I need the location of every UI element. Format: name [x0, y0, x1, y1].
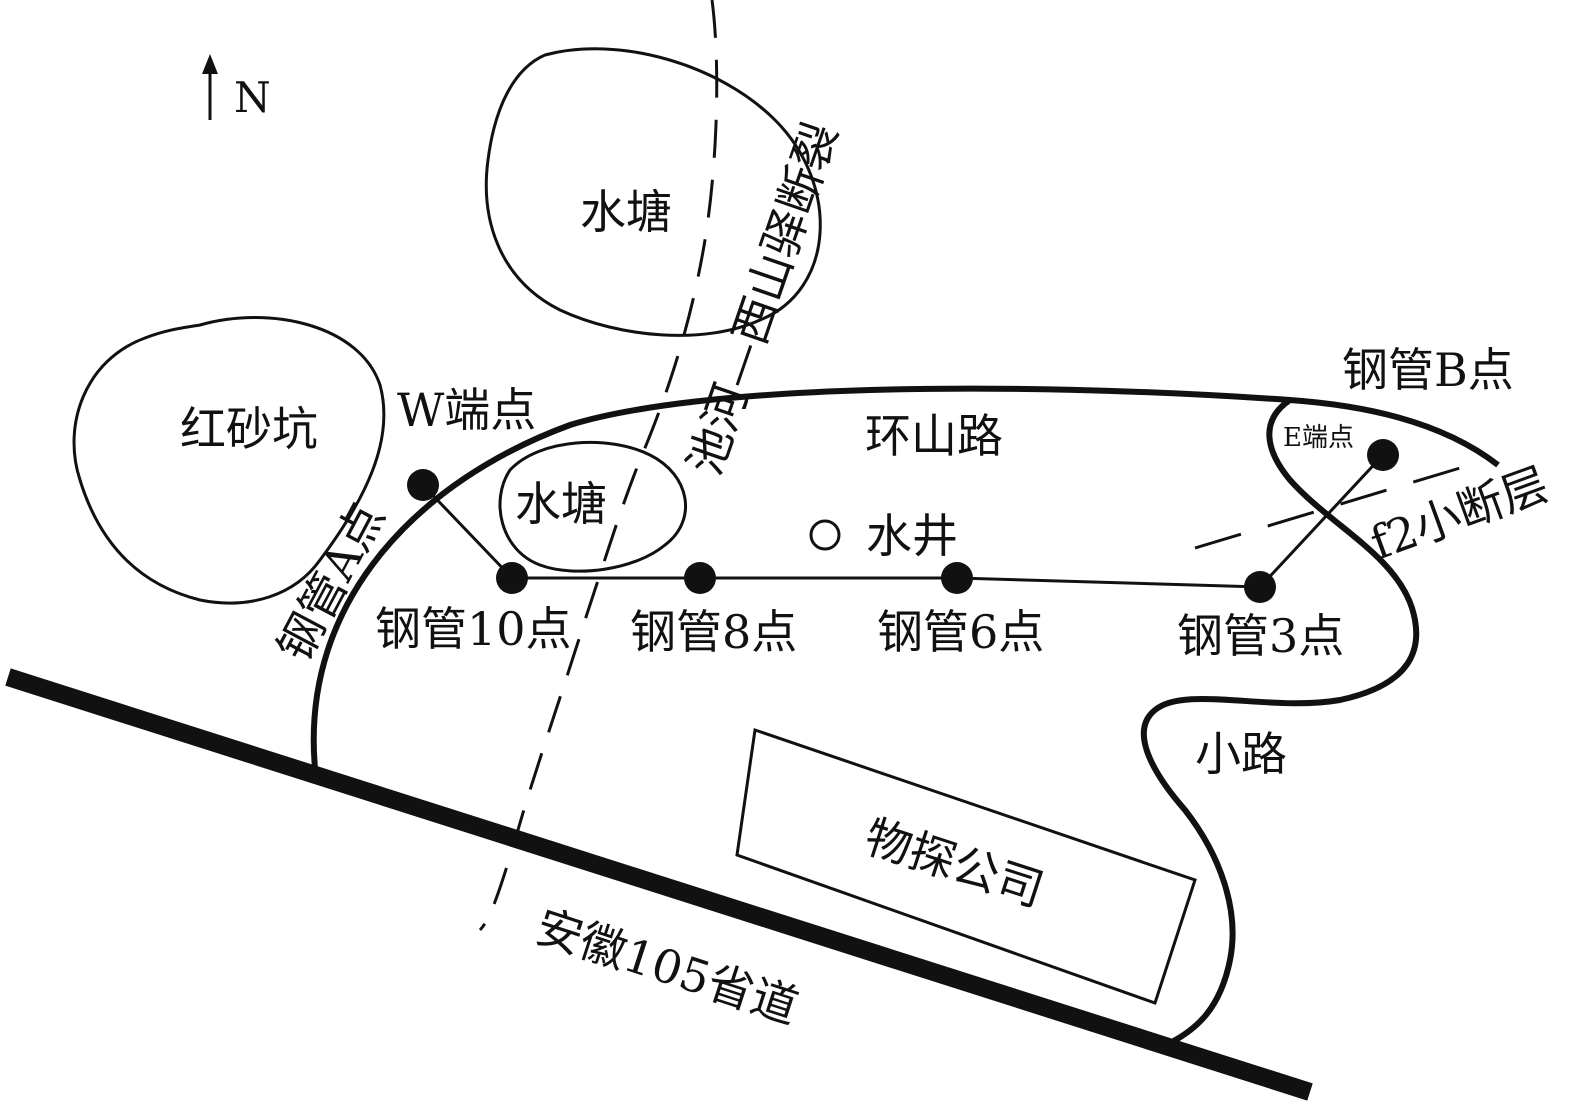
pipe-b-label: 钢管B点	[1342, 343, 1514, 397]
pipe-3-label: 钢管3点	[1177, 609, 1344, 663]
fault-main-line	[478, 0, 719, 932]
pipe-survey-line	[421, 453, 1385, 589]
w-end-point	[407, 469, 439, 501]
well-icon	[809, 519, 841, 551]
pond-south-label: 水塘	[515, 477, 607, 531]
pipe-6-point	[941, 562, 973, 594]
red-sand-pit-label: 红砂坑	[180, 402, 318, 456]
red-sand-pit	[72, 316, 386, 605]
pipe-10-point	[496, 562, 528, 594]
pond-south	[498, 440, 688, 573]
path-label: 小路	[1195, 727, 1287, 781]
well-label: 水井	[866, 509, 958, 563]
small-path	[1140, 397, 1420, 1046]
pipe-10-label: 钢管10点	[375, 602, 572, 656]
north-arrow-icon	[202, 54, 218, 120]
pond-north-label: 水塘	[580, 185, 672, 239]
ring-road-label: 环山路	[865, 409, 1003, 463]
company-label: 物探公司	[859, 809, 1051, 917]
ring-road	[310, 385, 1500, 769]
company-building	[735, 727, 1197, 1005]
pond-north	[484, 47, 822, 337]
pipe-8-point	[684, 562, 716, 594]
f2-fault-line	[1194, 463, 1471, 550]
pipe-3-point	[1244, 571, 1276, 603]
e-end-point	[1367, 439, 1399, 471]
w-end-label: W端点	[397, 383, 536, 437]
pipe-6-label: 钢管6点	[877, 605, 1044, 659]
provincial-road	[5, 668, 1313, 1101]
f2-fault-label: f2小断层	[1363, 457, 1555, 571]
fault-main-label: 池河—西山驿断裂	[677, 116, 848, 482]
e-end-label: E端点	[1283, 423, 1354, 453]
pipe-8-label: 钢管8点	[630, 605, 797, 659]
north-label: N	[234, 73, 271, 122]
